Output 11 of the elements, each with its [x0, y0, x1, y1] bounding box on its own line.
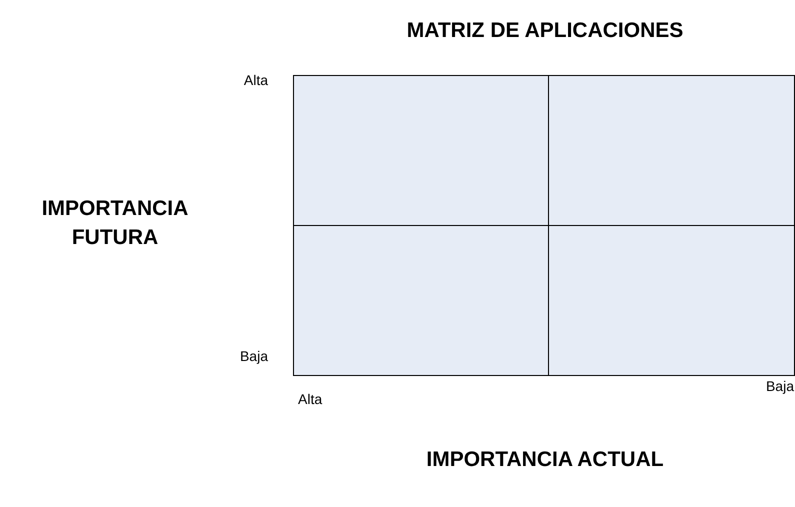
- axis-value-label: Baja: [764, 378, 794, 395]
- axis-value-label: Alta: [242, 72, 268, 89]
- matrix-quadrant: [293, 75, 549, 226]
- axis-value-label: Alta: [298, 391, 324, 408]
- matrix-quadrant: [548, 225, 795, 376]
- matrix-quadrant: [548, 75, 795, 226]
- matrix-quadrant: [293, 225, 549, 376]
- axis-value-label: Baja: [238, 348, 268, 365]
- axis-title: IMPORTANCIA ACTUAL: [425, 447, 665, 473]
- axis-title: IMPORTANCIA FUTURA: [40, 196, 190, 251]
- title: MATRIZ DE APLICACIONES: [406, 18, 684, 44]
